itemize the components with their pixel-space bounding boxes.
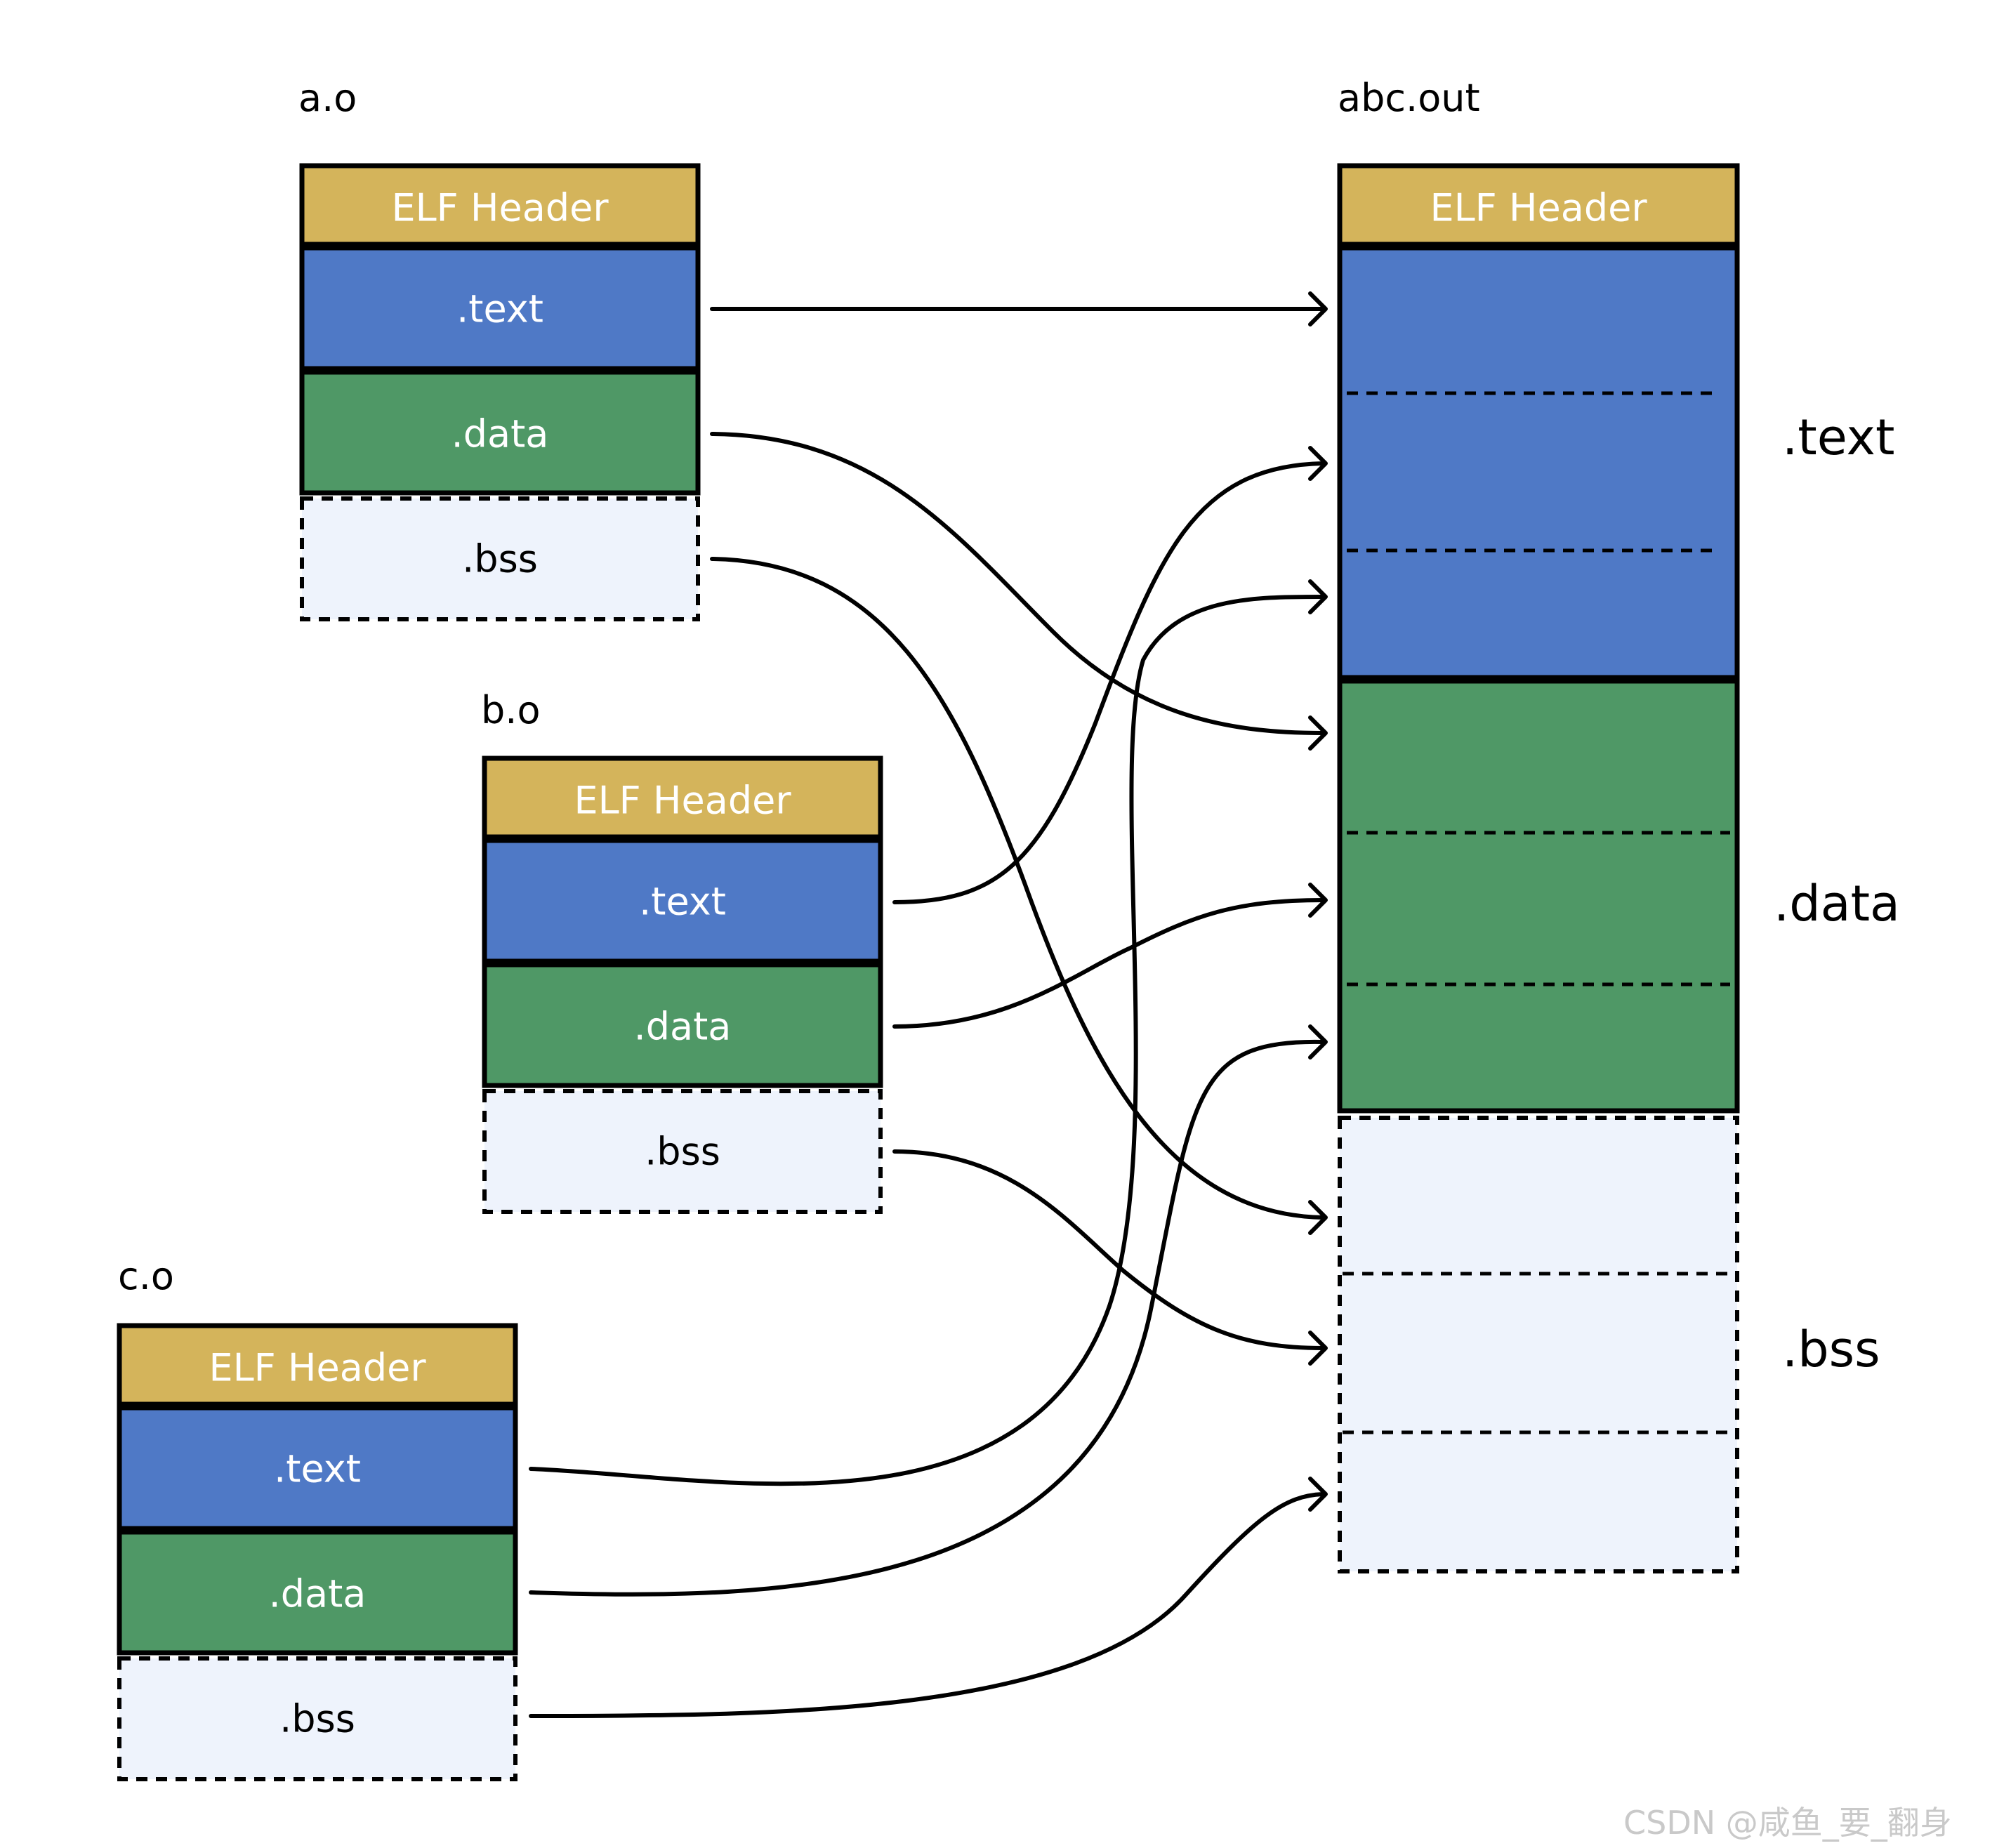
abc-out-data-section xyxy=(1337,678,1740,1114)
abc-out-elf-header xyxy=(1337,163,1740,247)
c-o-object-file: ELF Header .text .data .bss xyxy=(117,1323,518,1781)
b-o-title: b.o xyxy=(481,688,540,732)
a-o-bss-label: .bss xyxy=(462,537,538,581)
section-connectors xyxy=(529,291,1328,1718)
a-o-data-section xyxy=(299,369,701,496)
b-o-object-file: ELF Header .text .data .bss xyxy=(482,755,883,1214)
c-o-text-section xyxy=(117,1405,518,1531)
a-text-to-out-text-arrowhead xyxy=(1308,291,1328,326)
b-o-text-label: .text xyxy=(639,880,726,924)
b-o-elf-header xyxy=(482,755,883,840)
abc-out-elf-header-label: ELF Header xyxy=(1430,186,1647,230)
a-o-text-section xyxy=(299,245,701,371)
b-o-bss-label: .bss xyxy=(645,1130,720,1174)
a-o-elf-header xyxy=(299,163,701,247)
c-o-text-label: .text xyxy=(274,1447,361,1491)
a-o-data-label: .data xyxy=(451,412,549,456)
c-data-to-out-data-line xyxy=(529,1039,1325,1597)
a-data-to-out-data-line xyxy=(710,432,1325,735)
a-o-bss-section xyxy=(300,496,700,621)
b-o-data-section xyxy=(482,962,883,1088)
c-o-elf-header xyxy=(117,1323,518,1407)
c-o-bss-label: .bss xyxy=(279,1697,355,1741)
c-o-bss-section xyxy=(117,1656,517,1781)
abc-out-bss-section xyxy=(1338,1116,1739,1573)
b-o-text-section xyxy=(482,838,883,964)
a-bss-to-out-bss-line xyxy=(710,557,1325,1220)
a-data-to-out-data-arrowhead xyxy=(1308,715,1328,751)
a-o-text-label: .text xyxy=(456,287,543,331)
c-text-to-out-text-arrowhead xyxy=(1308,579,1328,614)
abc-out-title: abc.out xyxy=(1338,76,1480,120)
c-o-data-label: .data xyxy=(269,1572,367,1616)
b-text-to-out-text-line xyxy=(892,461,1325,904)
c-o-title: c.o xyxy=(118,1254,174,1298)
b-bss-to-out-bss-line xyxy=(892,1149,1325,1350)
watermark: CSDN @咸鱼_要_翻身 xyxy=(1623,1804,1952,1842)
a-bss-to-out-bss-arrowhead xyxy=(1308,1200,1328,1235)
abc-out-executable: ELF Header .text .data .bss xyxy=(1337,163,1900,1573)
b-text-to-out-text-arrowhead xyxy=(1308,446,1328,481)
abc-out-text-section xyxy=(1337,245,1740,680)
b-data-to-out-data-line xyxy=(892,898,1325,1029)
a-o-elf-header-label: ELF Header xyxy=(391,186,609,230)
abc-out-data-side-label: .data xyxy=(1774,875,1900,932)
c-o-elf-header-label: ELF Header xyxy=(209,1346,426,1390)
b-bss-to-out-bss-arrowhead xyxy=(1308,1331,1328,1366)
abc-out-text-side-label: .text xyxy=(1782,409,1894,466)
b-o-elf-header-label: ELF Header xyxy=(574,779,791,823)
b-data-to-out-data-arrowhead xyxy=(1308,883,1328,918)
a-o-object-file: ELF Header .text .data .bss xyxy=(299,163,701,621)
c-bss-to-out-bss-arrowhead xyxy=(1308,1477,1328,1512)
c-o-data-section xyxy=(117,1529,518,1656)
b-o-bss-section xyxy=(482,1089,883,1214)
c-bss-to-out-bss-line xyxy=(529,1492,1325,1718)
c-data-to-out-data-arrowhead xyxy=(1308,1024,1328,1060)
c-text-to-out-text-line xyxy=(529,595,1325,1486)
b-o-data-label: .data xyxy=(634,1005,732,1049)
a-o-title: a.o xyxy=(298,76,357,120)
abc-out-bss-side-label: .bss xyxy=(1782,1321,1880,1378)
